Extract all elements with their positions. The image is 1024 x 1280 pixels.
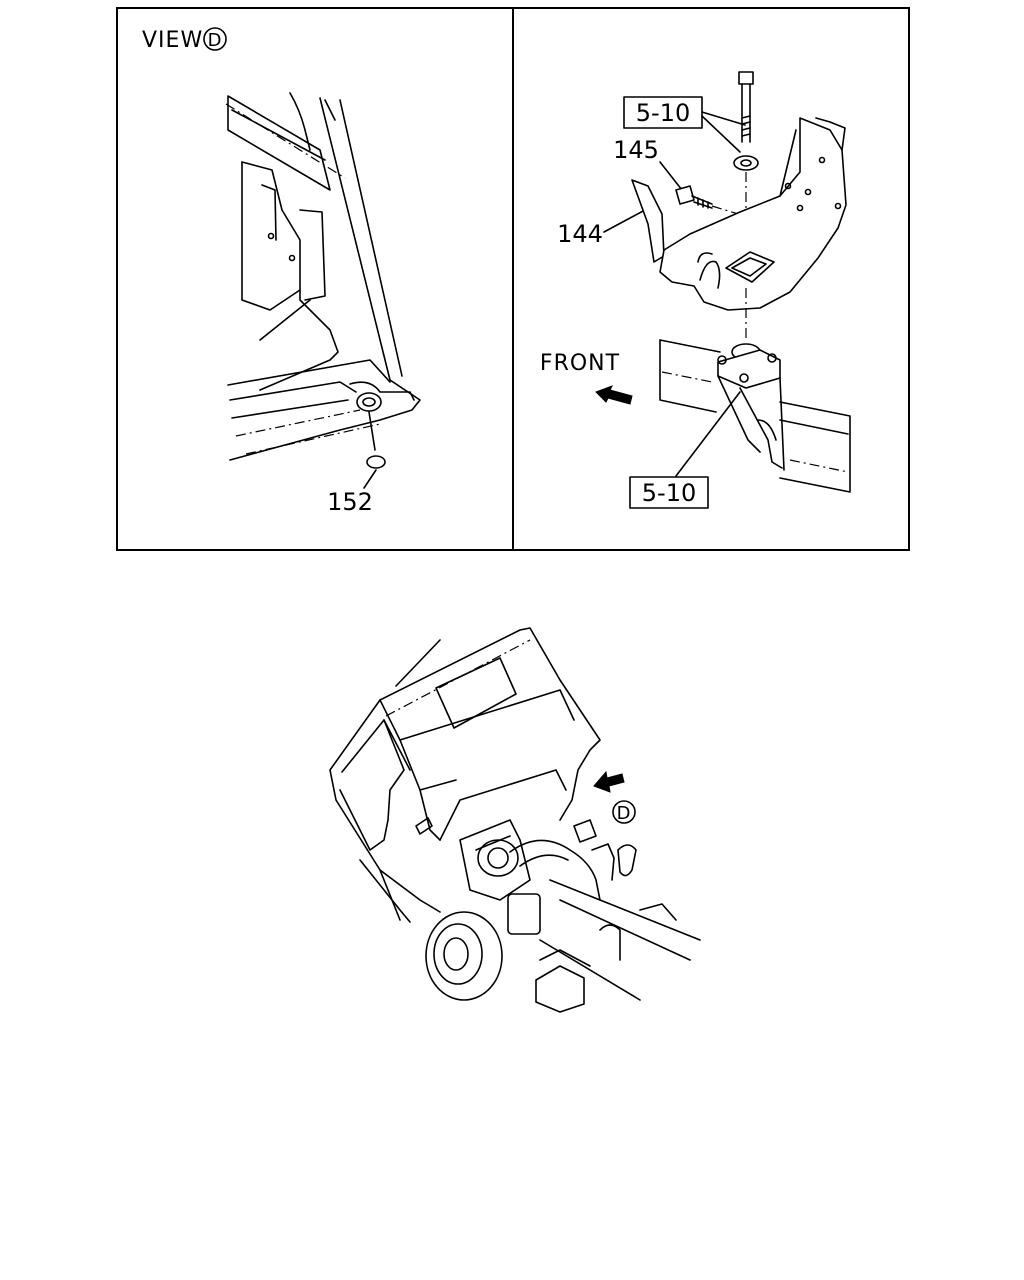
roof-hatch <box>435 657 517 729</box>
callout-145: 145 <box>613 136 659 164</box>
callout-ref-lower: 5-10 <box>642 479 696 507</box>
mount-bolt-head <box>738 71 754 85</box>
cab-mount-bracket <box>659 117 847 311</box>
bolt-145 <box>675 185 695 205</box>
view-label: VIEW <box>142 28 203 53</box>
cab-mount-detail: 5-10 145 144 <box>540 71 851 509</box>
bracket-144 <box>631 179 665 263</box>
ref-box-lower <box>629 476 709 509</box>
overview-marker-circle <box>612 800 636 824</box>
front-arrow-icon <box>595 385 633 405</box>
plug-152 <box>366 455 386 469</box>
tilted-cab-overview: D <box>329 627 701 1013</box>
view-marker-circle <box>203 27 227 51</box>
callout-ref-upper: 5-10 <box>636 99 690 127</box>
front-label: FRONT <box>540 351 620 376</box>
overview-marker: D <box>617 803 632 824</box>
view-d-detail: VIEW D 152 <box>142 27 421 516</box>
front-wheel <box>425 911 503 1001</box>
mount-washer <box>733 155 759 171</box>
callout-144: 144 <box>557 220 603 248</box>
view-marker: D <box>208 30 223 51</box>
view-direction-arrow-icon <box>593 770 625 793</box>
callout-152: 152 <box>327 488 373 516</box>
cab-mount-panel <box>512 7 910 551</box>
frame-mount-plate <box>717 349 781 389</box>
air-cleaner <box>507 893 541 935</box>
battery-box <box>535 965 585 1013</box>
